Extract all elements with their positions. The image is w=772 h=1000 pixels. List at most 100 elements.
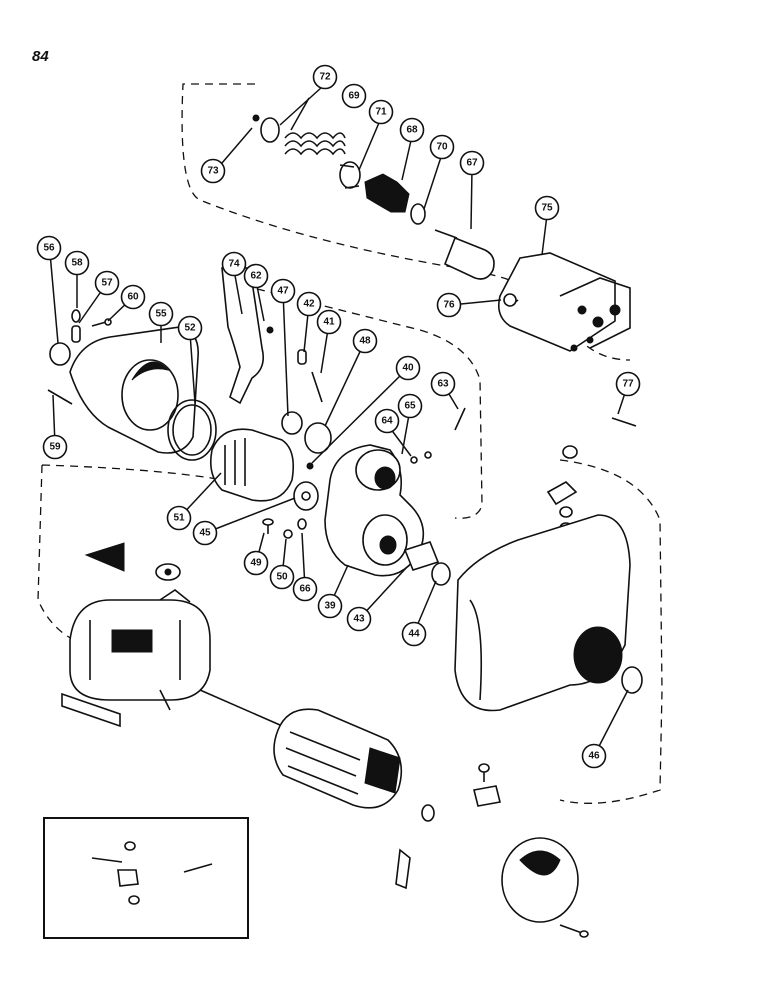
callout-40: 40 xyxy=(395,355,421,381)
callout-42: 42 xyxy=(296,291,322,317)
svg-text:46: 46 xyxy=(588,751,600,762)
plunger-bushing xyxy=(339,161,361,189)
ball-40 xyxy=(306,462,314,470)
callout-64: 64 xyxy=(374,408,400,434)
callout-60: 60 xyxy=(120,284,146,310)
svg-text:60: 60 xyxy=(127,292,139,303)
plunger xyxy=(434,229,495,280)
svg-text:63: 63 xyxy=(437,379,449,390)
field-coil-assembly xyxy=(69,589,211,711)
svg-text:67: 67 xyxy=(466,158,478,169)
page-number: 84 xyxy=(32,48,49,65)
callout-63: 63 xyxy=(430,371,456,397)
svg-text:51: 51 xyxy=(173,513,185,524)
svg-text:50: 50 xyxy=(276,572,288,583)
brush-plate xyxy=(501,837,579,923)
plunger-washer xyxy=(260,117,280,143)
callout-47: 47 xyxy=(270,278,296,304)
callout-73: 73 xyxy=(200,158,226,184)
callout-69: 69 xyxy=(341,83,367,109)
plunger-spring xyxy=(284,132,346,156)
screw-49 xyxy=(262,518,274,534)
svg-text:49: 49 xyxy=(250,558,262,569)
callout-44: 44 xyxy=(401,621,427,647)
gasket-ring xyxy=(167,399,217,461)
solenoid-screw xyxy=(503,293,517,307)
callout-39: 39 xyxy=(317,593,343,619)
callout-66: 66 xyxy=(292,576,318,602)
svg-text:52: 52 xyxy=(184,323,196,334)
svg-text:74: 74 xyxy=(228,259,240,270)
callout-46: 46 xyxy=(581,743,607,769)
washer-45 xyxy=(293,481,319,511)
drive-pinion-assembly xyxy=(209,428,295,502)
callout-55: 55 xyxy=(148,301,174,327)
svg-text:70: 70 xyxy=(436,142,448,153)
callout-43: 43 xyxy=(346,606,372,632)
solenoid-body xyxy=(497,252,631,352)
brush-holder xyxy=(473,785,501,807)
svg-text:45: 45 xyxy=(199,528,211,539)
callout-71: 71 xyxy=(368,99,394,125)
svg-text:39: 39 xyxy=(324,601,336,612)
callout-70: 70 xyxy=(429,134,455,160)
pin-63 xyxy=(454,407,466,431)
callout-51: 51 xyxy=(166,505,192,531)
washer-46 xyxy=(621,666,643,694)
svg-text:76: 76 xyxy=(443,300,455,311)
washer-64 xyxy=(410,456,418,464)
bushing-56 xyxy=(49,342,71,366)
center-housing xyxy=(324,444,425,577)
callout-59: 59 xyxy=(42,434,68,460)
callout-75: 75 xyxy=(534,195,560,221)
svg-text:47: 47 xyxy=(277,286,289,297)
drive-housing xyxy=(69,326,199,454)
callout-58: 58 xyxy=(64,250,90,276)
washer-65 xyxy=(424,451,432,459)
terminal-nut xyxy=(155,563,181,581)
callout-76: 76 xyxy=(436,292,462,318)
callout-74: 74 xyxy=(221,251,247,277)
callout-48: 48 xyxy=(352,328,378,354)
svg-text:55: 55 xyxy=(155,309,167,320)
svg-text:44: 44 xyxy=(408,629,420,640)
svg-text:48: 48 xyxy=(359,336,371,347)
svg-text:57: 57 xyxy=(101,278,113,289)
plunger-nut xyxy=(252,114,260,122)
callout-67: 67 xyxy=(459,150,485,176)
callout-62: 62 xyxy=(243,263,269,289)
callout-72: 72 xyxy=(312,64,338,90)
svg-text:58: 58 xyxy=(71,258,83,269)
svg-text:62: 62 xyxy=(250,271,262,282)
shift-lever xyxy=(221,267,274,405)
washer-50 xyxy=(283,529,293,539)
callout-52: 52 xyxy=(177,315,203,341)
pin-41 xyxy=(311,371,323,403)
svg-text:59: 59 xyxy=(49,442,61,453)
bushing-43 xyxy=(403,541,440,571)
callout-77: 77 xyxy=(615,371,641,397)
washer-armature-end xyxy=(421,804,435,822)
svg-text:65: 65 xyxy=(404,401,416,412)
plunger-seal-ring xyxy=(410,203,426,225)
brush-bolt xyxy=(559,924,589,938)
callout-41: 41 xyxy=(316,309,342,335)
spring-pin-57 xyxy=(71,325,81,343)
svg-text:56: 56 xyxy=(43,243,55,254)
bushing-47 xyxy=(281,411,303,435)
svg-text:72: 72 xyxy=(319,72,331,83)
seal-ring-48 xyxy=(304,422,332,454)
plug-42 xyxy=(297,349,307,365)
seal-44 xyxy=(431,562,451,586)
brush-screw xyxy=(478,763,490,782)
armature xyxy=(273,708,403,809)
brush-spring xyxy=(395,848,411,890)
callout-49: 49 xyxy=(243,550,269,576)
svg-text:75: 75 xyxy=(541,203,553,214)
callout-45: 45 xyxy=(192,520,218,546)
clip-77 xyxy=(611,417,637,427)
svg-text:77: 77 xyxy=(622,379,634,390)
inset-detail-box xyxy=(43,817,249,939)
screw-60 xyxy=(91,318,112,327)
drive-housing-group-boundary xyxy=(229,281,483,519)
